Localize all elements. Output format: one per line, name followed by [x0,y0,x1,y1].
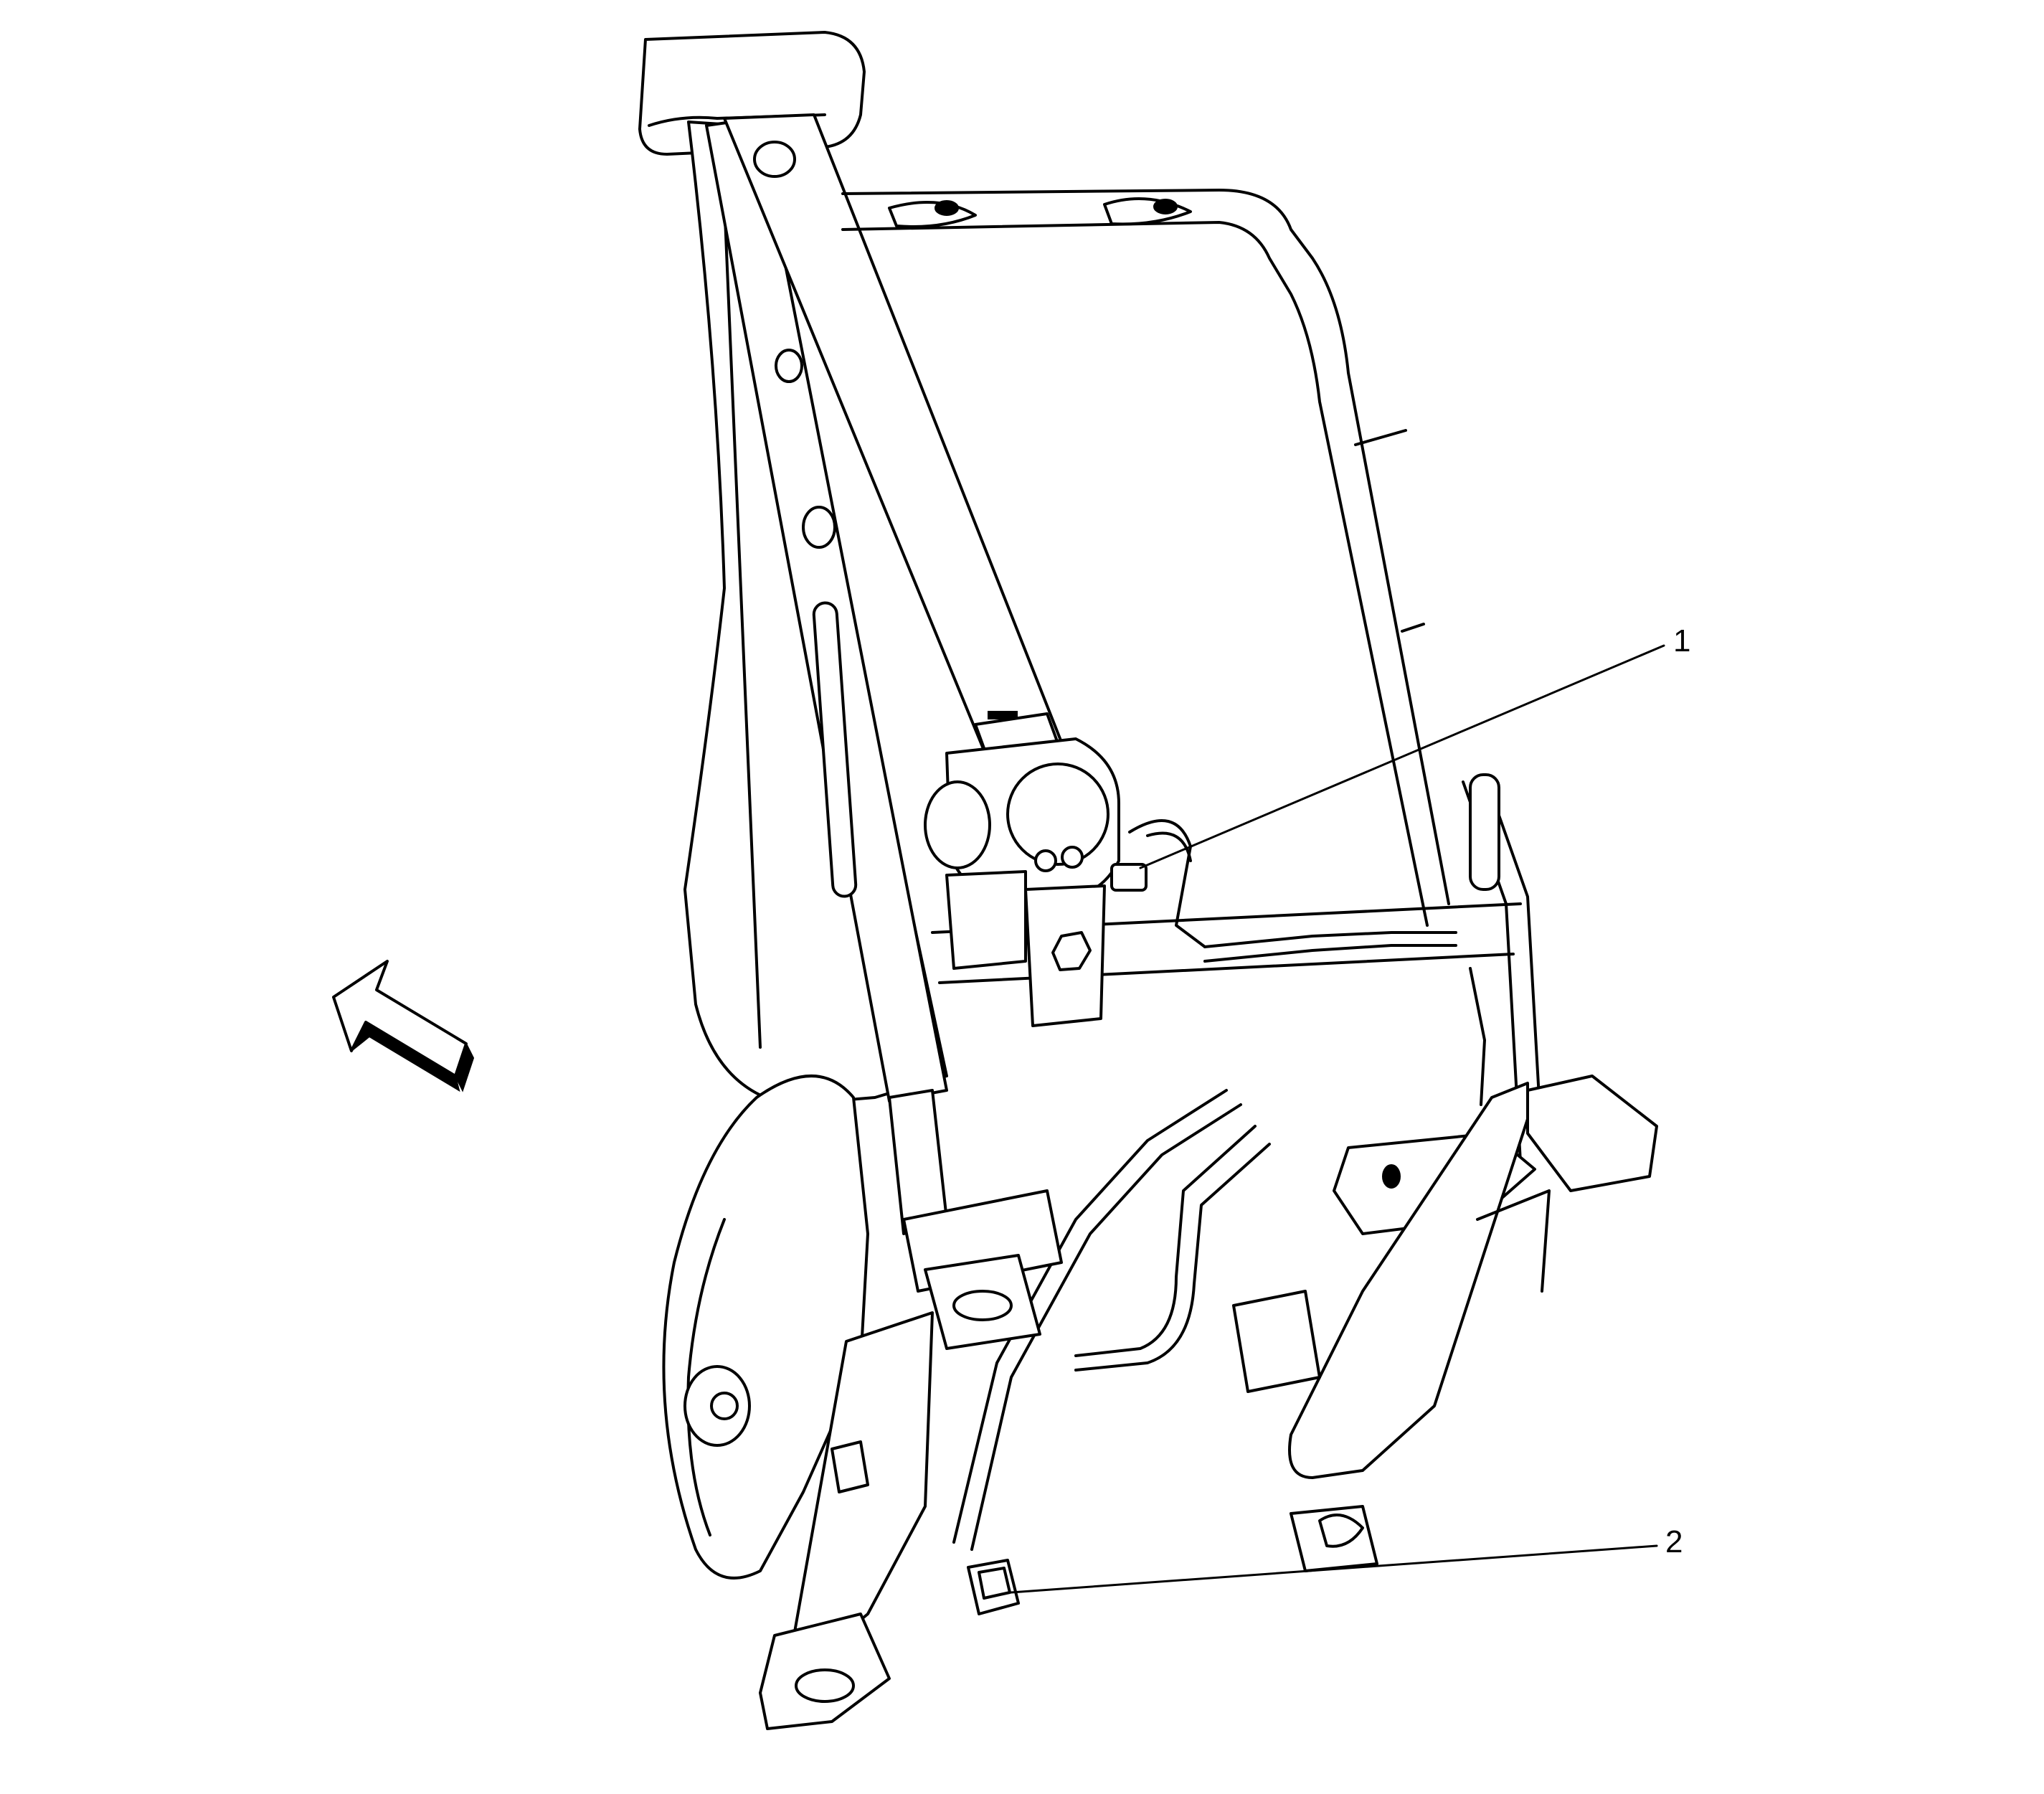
wiring-harness [952,819,1486,1551]
callout-label-1: 1 [1673,623,1691,658]
callout-2-leader [1010,1544,1658,1594]
callout-1-leader [1139,644,1665,869]
upright-post [705,113,1070,1103]
seat-track-left [759,1089,1063,1730]
backrest-frame-tube [841,189,1450,927]
callout-leaders [1010,644,1665,1594]
seat-belt-retractor [924,711,1148,1027]
left-seat-side-shield [662,1075,869,1580]
seat-harness-connector [967,1559,1020,1615]
front-direction-arrow-icon [332,960,475,1092]
callout-label-2: 2 [1665,1524,1683,1559]
seat-track-right [1232,1075,1658,1572]
